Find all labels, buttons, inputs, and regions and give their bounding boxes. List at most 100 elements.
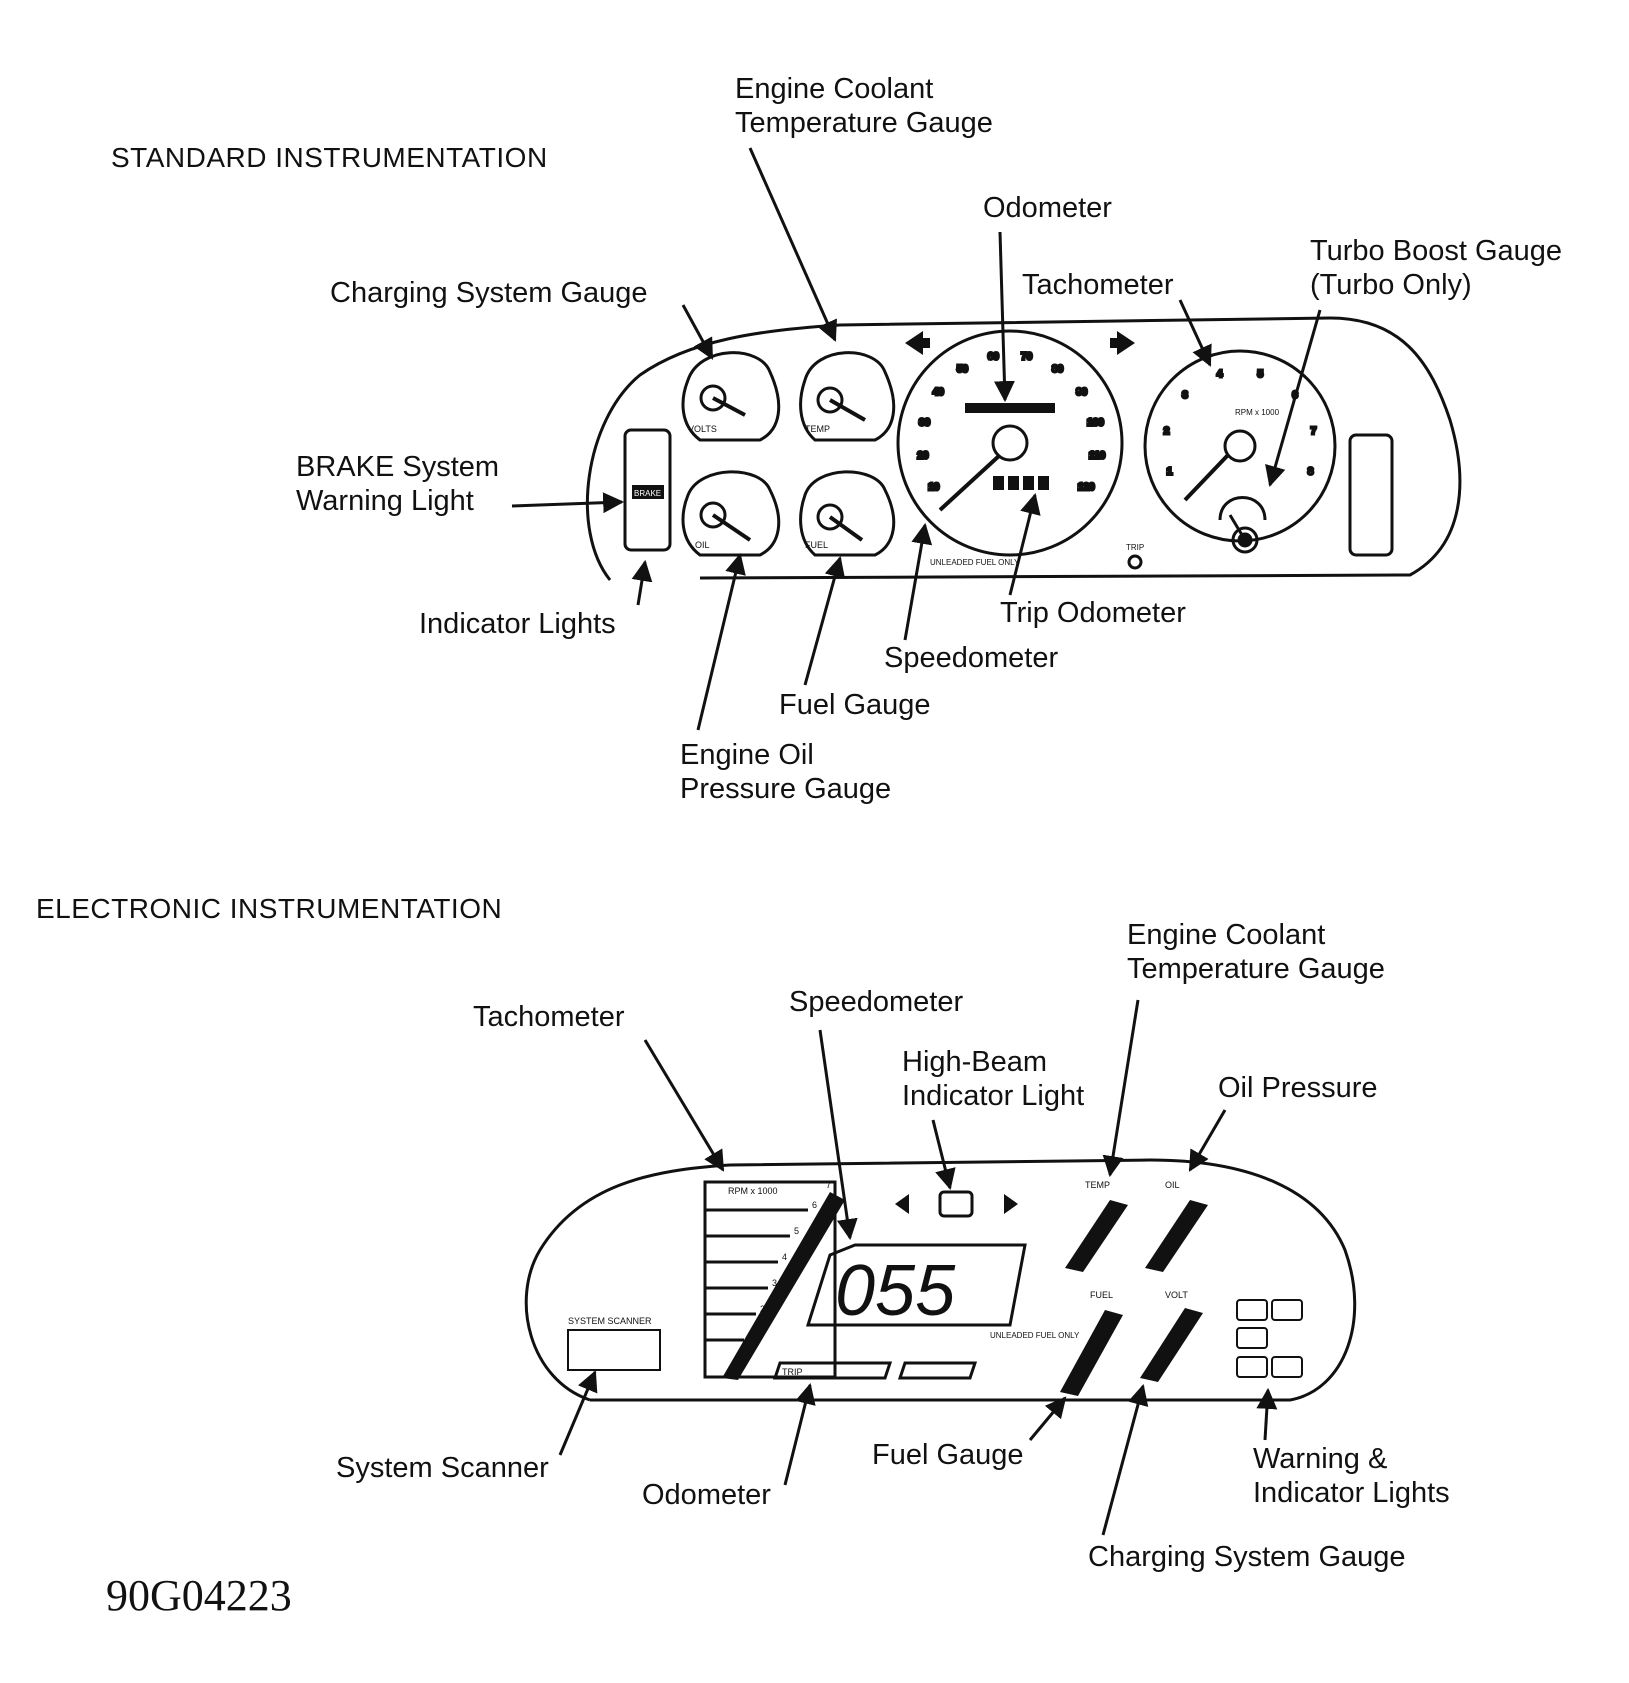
electronic-cluster [524, 1158, 1357, 1402]
speedometer-tick-label: 100 [1087, 417, 1104, 428]
trip-reset-knob [1127, 554, 1143, 570]
e-unleaded-label: UNLEADED FUEL ONLY [990, 1331, 1080, 1340]
speedometer-leader [903, 522, 933, 641]
e-oil-bars [1145, 1200, 1208, 1272]
tachometer-tick-label: 4 [1217, 369, 1223, 380]
e-volt-bars [1140, 1308, 1203, 1382]
system-scanner-label: SYSTEM SCANNER [568, 1316, 652, 1326]
e-tach-tick-label: 7 [826, 1180, 831, 1190]
speedometer-tick-label: 120 [1078, 482, 1095, 493]
fuel-gauge [799, 470, 896, 557]
speedometer-dial [896, 329, 1124, 557]
speedometer-tick-label: 80 [1052, 364, 1064, 375]
label-oil-line1: Engine Oil [680, 739, 814, 771]
coolant-leader [748, 147, 837, 342]
brake-light [632, 485, 664, 499]
label-coolant-gauge: Engine Coolant Temperature Gauge [735, 72, 993, 140]
label-e-coolant-gauge: Engine Coolant Temperature Gauge [1127, 918, 1385, 986]
speedometer-tick-label: 70 [1021, 352, 1033, 363]
label-e-warning-line2: Indicator Lights [1253, 1477, 1450, 1509]
right-turn-arrow [1110, 331, 1135, 355]
speedometer-tick-label: 60 [988, 352, 1000, 363]
e-tach-tick-label: 4 [782, 1252, 787, 1262]
tachometer-tick-label: 7 [1311, 426, 1317, 437]
e-rpm-label: RPM x 1000 [728, 1186, 778, 1196]
tachometer-tick-label: 1 [1167, 467, 1173, 478]
speedometer-tick-label: 10 [928, 482, 940, 493]
e-speedometer-leader [818, 1029, 858, 1241]
oil-leader [696, 552, 746, 731]
e-oil-label: OIL [1165, 1180, 1180, 1190]
label-e-coolant-line1: Engine Coolant [1127, 919, 1326, 951]
digital-speed-readout: 055 [835, 1251, 956, 1331]
label-trip-odometer: Trip Odometer [1000, 597, 1186, 629]
e-trip-display [772, 1361, 893, 1380]
e-tach-tick-label: 1 [748, 1330, 753, 1340]
rpm-label: RPM x 1000 [1235, 408, 1280, 417]
speedometer-tick-label: 50 [957, 364, 969, 375]
label-e-warning-line1: Warning & [1253, 1443, 1388, 1475]
e-fuel-label: FUEL [1090, 1290, 1113, 1300]
speedometer-tick-label: 30 [919, 417, 931, 428]
e-tach-tick-label: 2 [760, 1304, 765, 1314]
warning-lights-panel [1236, 1299, 1303, 1378]
e-temp-label: TEMP [1085, 1180, 1110, 1190]
e-odometer-leader [783, 1382, 816, 1486]
label-e-speedometer: Speedometer [789, 986, 964, 1018]
label-brake-line1: BRAKE System [296, 451, 500, 483]
label-oil-gauge: Engine Oil Pressure Gauge [680, 738, 891, 806]
label-e-charging-gauge: Charging System Gauge [1088, 1541, 1406, 1573]
brake-label: BRAKE [634, 489, 661, 498]
high-beam-light [938, 1190, 974, 1218]
volts-label: VOLTS [688, 424, 717, 434]
electronic-tach-bar [722, 1192, 845, 1380]
tachometer-tick-label: 5 [1258, 369, 1264, 380]
label-coolant-line1: Engine Coolant [735, 73, 934, 105]
right-indicator-panel [1348, 433, 1394, 557]
label-e-tachometer: Tachometer [473, 1001, 625, 1033]
electronic-leaders [558, 999, 1278, 1536]
label-e-fuel-gauge: Fuel Gauge [872, 1439, 1024, 1471]
temp-gauge [799, 351, 896, 442]
e-highbeam-leader [931, 1119, 956, 1191]
label-tachometer: Tachometer [1022, 269, 1174, 301]
standard-section-title: STANDARD INSTRUMENTATION [111, 142, 548, 173]
e-right-arrow [1004, 1194, 1018, 1214]
label-e-highbeam: High-Beam Indicator Light [902, 1045, 1084, 1113]
e-coolant-leader [1102, 999, 1140, 1178]
electronic-tach-ticks: 1 2 3 4 5 67 [748, 1180, 831, 1340]
standard-leaders [511, 147, 1322, 731]
standard-cluster-outline [585, 316, 1462, 581]
e-tachometer-leader [643, 1039, 725, 1172]
oil-gauge [681, 470, 781, 557]
e-tach-tick-label: 6 [812, 1200, 817, 1210]
indicator-leader [631, 559, 653, 606]
label-brake-light: BRAKE System Warning Light [296, 450, 499, 518]
label-e-system-scanner: System Scanner [336, 1452, 549, 1484]
label-e-highbeam-line1: High-Beam [902, 1046, 1048, 1078]
tachometer-leader [1178, 299, 1212, 367]
e-tach-tick-label: 3 [772, 1278, 777, 1288]
indicator-panel [623, 428, 672, 552]
system-scanner-display [567, 1329, 661, 1371]
e-tach-tick-label: 5 [794, 1226, 799, 1236]
volts-gauge [681, 351, 781, 442]
figure-id: 90G04223 [106, 1571, 292, 1620]
trip-label: TRIP [1126, 543, 1144, 552]
label-e-coolant-line2: Temperature Gauge [1127, 953, 1385, 985]
tachometer-tick-label: 8 [1308, 467, 1314, 478]
label-e-odometer: Odometer [642, 1479, 771, 1511]
label-coolant-line2: Temperature Gauge [735, 107, 993, 139]
left-turn-arrow [905, 331, 930, 355]
digital-speed-frame [805, 1243, 1027, 1327]
e-charging-leader [1101, 1383, 1149, 1536]
tachometer-tick-label: 2 [1164, 426, 1170, 437]
label-turbo-line1: Turbo Boost Gauge [1310, 235, 1563, 267]
tachometer-tick-label: 3 [1182, 390, 1188, 401]
electronic-tach-frame [703, 1180, 837, 1379]
e-left-arrow [895, 1194, 909, 1214]
brake-leader [511, 492, 625, 514]
